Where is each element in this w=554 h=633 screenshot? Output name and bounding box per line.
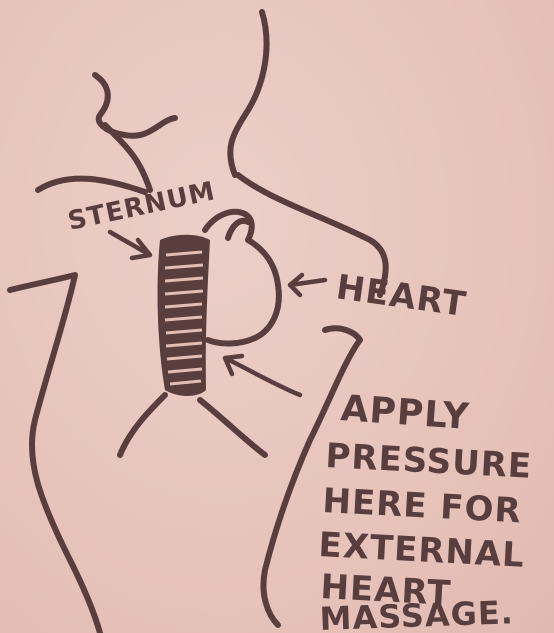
instruction-line-6: MASSAGE. <box>319 593 515 633</box>
instruction-line-1: APPLY <box>339 388 471 438</box>
aorta-arch <box>228 221 248 238</box>
heart-outline <box>205 212 279 344</box>
sternum-label: STERNUM <box>65 176 218 237</box>
lower-left-torso <box>120 395 165 455</box>
sternum-shape <box>158 235 210 396</box>
instruction-line-3: HERE FOR <box>322 481 523 531</box>
pressure-arrow <box>225 356 300 395</box>
left-shoulder <box>38 179 145 192</box>
heart-arrow <box>290 275 325 295</box>
neck-right <box>230 12 266 175</box>
left-arm <box>10 275 100 633</box>
sternum-arrow <box>110 232 150 258</box>
lower-right-torso <box>200 400 265 455</box>
instruction-line-2: PRESSURE <box>325 436 534 487</box>
instruction-text: APPLY PRESSURE HERE FOR EXTERNAL HEART M… <box>318 388 534 633</box>
heart-label: HEART <box>334 267 469 325</box>
